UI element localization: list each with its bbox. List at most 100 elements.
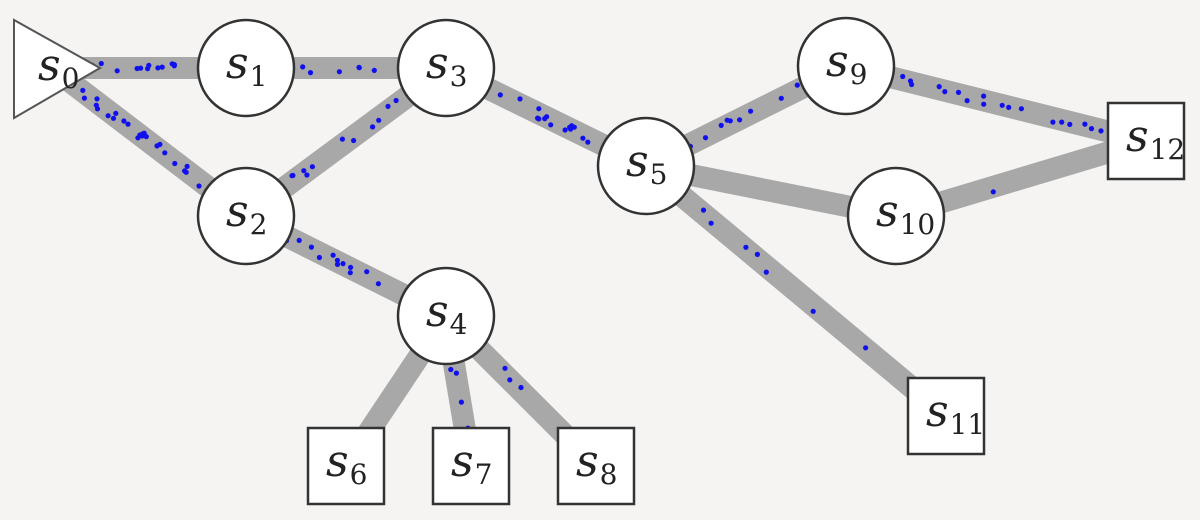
sample-dot bbox=[580, 135, 586, 141]
node-s0[interactable]: s0 bbox=[13, 18, 103, 120]
sample-dot bbox=[80, 87, 86, 93]
circle-node-shape bbox=[396, 266, 496, 366]
sample-dot bbox=[184, 163, 190, 169]
sample-dot bbox=[155, 65, 161, 71]
node-label-subscript: 2 bbox=[250, 208, 268, 241]
node-label-subscript: 12 bbox=[1150, 133, 1186, 166]
sample-dot bbox=[125, 121, 131, 127]
sample-dot bbox=[304, 172, 310, 178]
node-label: s7 bbox=[451, 436, 492, 491]
sample-dot bbox=[763, 269, 769, 275]
node-label-main: s bbox=[38, 40, 61, 91]
node-s8[interactable]: s8 bbox=[556, 426, 636, 506]
sample-dot bbox=[334, 261, 341, 267]
node-label-subscript: 1 bbox=[250, 60, 268, 93]
sample-dot bbox=[146, 62, 152, 68]
node-label: s1 bbox=[226, 38, 267, 93]
node-label-main: s bbox=[926, 386, 949, 437]
node-s12[interactable]: s12 bbox=[1106, 101, 1186, 181]
sample-dot bbox=[93, 102, 99, 108]
sample-dot bbox=[518, 384, 524, 391]
sample-dot bbox=[334, 257, 340, 263]
node-label-main: s bbox=[576, 436, 599, 487]
node-s3[interactable]: s3 bbox=[396, 18, 496, 118]
sample-dot bbox=[121, 118, 127, 124]
sample-dot bbox=[105, 113, 111, 119]
sample-dot bbox=[754, 251, 761, 257]
node-s10[interactable]: s10 bbox=[846, 166, 946, 266]
sample-dot bbox=[964, 98, 970, 104]
node-s7[interactable]: s7 bbox=[431, 426, 511, 506]
sample-dot bbox=[981, 93, 987, 99]
sample-dot bbox=[702, 135, 709, 141]
edge-s9-s12 bbox=[843, 55, 1149, 152]
sample-dot bbox=[135, 135, 141, 141]
sample-dot bbox=[942, 89, 948, 95]
edge-s5-s11 bbox=[638, 157, 954, 425]
node-label-main: s bbox=[826, 36, 849, 87]
sample-dot bbox=[371, 67, 377, 73]
sample-dot bbox=[708, 220, 714, 226]
node-s11[interactable]: s11 bbox=[906, 376, 986, 456]
sample-dot bbox=[936, 84, 942, 90]
node-label: s4 bbox=[426, 286, 467, 341]
sample-dot bbox=[94, 96, 100, 102]
sample-dot bbox=[810, 308, 816, 314]
sample-dot bbox=[955, 89, 962, 95]
node-s5[interactable]: s5 bbox=[596, 116, 696, 216]
node-label: s2 bbox=[226, 186, 267, 241]
sample-dot bbox=[863, 345, 869, 351]
node-s4[interactable]: s4 bbox=[396, 266, 496, 366]
node-s9[interactable]: s9 bbox=[796, 16, 896, 116]
sample-dot bbox=[458, 399, 464, 405]
sample-dot bbox=[307, 70, 314, 76]
sample-dot bbox=[794, 82, 800, 88]
sample-dot bbox=[300, 64, 306, 70]
node-s6[interactable]: s6 bbox=[306, 426, 386, 506]
sample-dot bbox=[347, 270, 353, 276]
node-label-subscript: 6 bbox=[350, 458, 368, 491]
sample-dot bbox=[172, 160, 178, 167]
node-label-main: s bbox=[626, 136, 649, 187]
sample-dot bbox=[1018, 106, 1024, 112]
sample-dot bbox=[110, 115, 117, 121]
node-label-subscript: 11 bbox=[950, 408, 986, 441]
sample-dot bbox=[743, 244, 749, 250]
sample-dot bbox=[162, 150, 168, 156]
node-label-subscript: 7 bbox=[475, 458, 493, 491]
sample-dot bbox=[585, 139, 591, 145]
circle-node-shape bbox=[196, 166, 296, 266]
sample-dot bbox=[348, 264, 354, 270]
node-label: s9 bbox=[826, 36, 867, 91]
sample-dot bbox=[544, 114, 550, 120]
sample-dot bbox=[309, 164, 315, 170]
circle-node-shape bbox=[796, 16, 896, 116]
sample-dot bbox=[1088, 126, 1095, 132]
node-label: s10 bbox=[876, 186, 935, 241]
sample-dot bbox=[339, 136, 345, 142]
square-node-shape bbox=[431, 426, 511, 506]
node-label-subscript: 9 bbox=[850, 58, 868, 91]
node-s1[interactable]: s1 bbox=[196, 18, 296, 118]
sample-dot bbox=[1098, 128, 1104, 134]
sample-dot bbox=[571, 124, 577, 130]
sample-dot bbox=[1050, 119, 1056, 125]
circle-node-shape bbox=[196, 18, 296, 118]
sample-dot bbox=[748, 108, 754, 114]
node-s2[interactable]: s2 bbox=[196, 166, 296, 266]
sample-dot bbox=[113, 110, 119, 116]
node-label: s5 bbox=[626, 136, 667, 191]
node-label-main: s bbox=[226, 186, 249, 237]
sample-dot bbox=[375, 281, 381, 287]
sample-dot bbox=[385, 103, 391, 109]
sample-dot bbox=[308, 244, 314, 250]
sample-dot bbox=[316, 254, 322, 261]
sample-dot bbox=[336, 69, 342, 75]
node-label-main: s bbox=[226, 38, 249, 89]
node-label-main: s bbox=[451, 436, 474, 487]
sample-dot bbox=[171, 63, 177, 69]
sample-dot bbox=[376, 117, 382, 123]
sample-dot bbox=[114, 68, 120, 74]
